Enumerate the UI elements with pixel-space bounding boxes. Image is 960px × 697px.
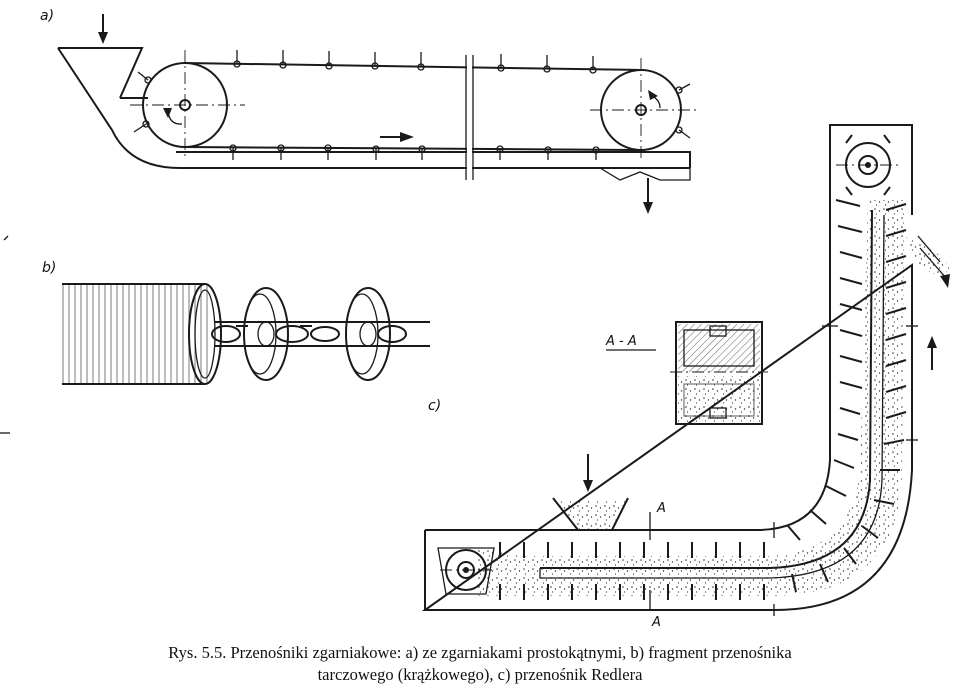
break-line: [465, 50, 474, 185]
hopper: [57, 47, 690, 169]
head-sprocket: [836, 134, 900, 196]
feed-hopper: [552, 454, 629, 531]
scrapers-upper: [233, 50, 597, 74]
chain-upper: [184, 62, 642, 71]
label-part-b: b): [42, 260, 56, 276]
margin-mark: [3, 235, 9, 241]
section-a-a: A - A: [605, 321, 768, 425]
scrapers-on-sprockets: [133, 71, 691, 139]
chain-lower: [184, 146, 642, 151]
label-part-a: a): [40, 8, 54, 24]
diagram-b-disc-conveyor: b): [42, 260, 430, 385]
scrapers-lower: [229, 144, 600, 160]
direction-arrow-icon: [380, 132, 414, 142]
up-arrow-icon: [927, 336, 937, 370]
sprocket-left: [130, 50, 245, 160]
section-mark-bottom: A: [651, 615, 661, 630]
conveyor-diagram: a): [0, 8, 950, 630]
sprocket-right: [590, 58, 700, 162]
disc-2: [345, 287, 391, 381]
material-fill: [475, 200, 904, 596]
caption-line-1: Rys. 5.5. Przenośniki zgarniakowe: a) ze…: [168, 643, 792, 662]
label-part-c: c): [428, 398, 441, 414]
diagram-a-scraper-conveyor: a): [40, 8, 700, 214]
figure-caption: Rys. 5.5. Przenośniki zgarniakowe: a) ze…: [0, 642, 960, 686]
disc-1: [243, 287, 289, 381]
chain-links: [211, 325, 407, 343]
section-marker: A A: [649, 501, 666, 630]
caption-line-2: tarczowego (krążkowego), c) przenośnik R…: [317, 665, 643, 684]
casing-flanges: [773, 325, 918, 616]
trough: [176, 151, 691, 168]
feed-arrow-icon: [98, 14, 108, 44]
section-mark-top: A: [656, 501, 666, 516]
casing-inner: [540, 209, 873, 569]
tail-sprocket: [437, 547, 495, 595]
scrapers-vertical: [787, 199, 907, 593]
discharge-spray: [906, 235, 950, 288]
diagram-c-redler-conveyor: c): [421, 124, 950, 630]
section-title: A - A: [605, 334, 637, 349]
scrapers-horizontal: [499, 542, 765, 600]
pipe: [62, 283, 222, 385]
casing-outer: [421, 124, 913, 611]
discharge-arrow-icon: [643, 178, 653, 214]
